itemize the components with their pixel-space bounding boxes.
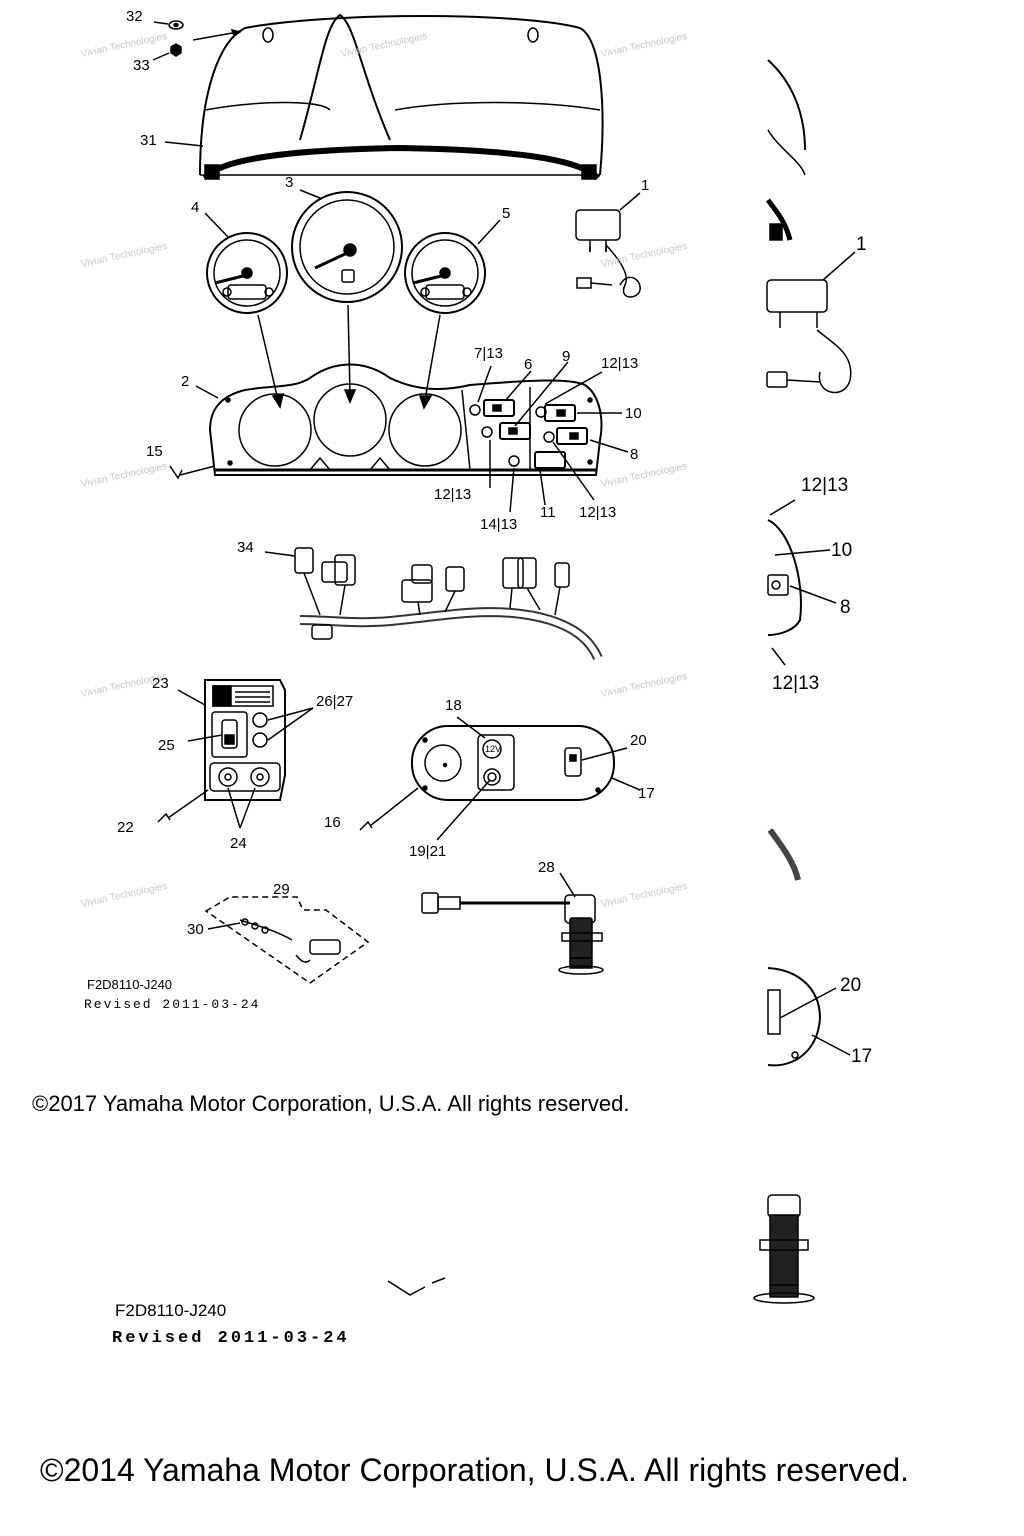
callout-5: 5 <box>502 205 511 222</box>
callout-20: 20 <box>630 732 647 749</box>
callout-18: 18 <box>445 697 462 714</box>
callout-22: 22 <box>117 819 134 836</box>
switch-panel-drawing <box>157 679 314 829</box>
callout-16: 16 <box>324 814 341 831</box>
callout-30: 30 <box>187 921 204 938</box>
right-callout-12-13-top: 12|13 <box>801 475 849 496</box>
callout-25: 25 <box>158 737 175 754</box>
callout-12-13-right: 12|13 <box>579 504 617 521</box>
tachometer-drawing <box>204 212 288 409</box>
callout-6: 6 <box>524 356 533 373</box>
callout-32: 32 <box>126 8 143 25</box>
wire-kit-parts-drawing <box>207 918 341 963</box>
right-callout-12-13-bottom: 12|13 <box>772 673 820 694</box>
callout-12-13-top: 12|13 <box>601 355 639 372</box>
callout-19-21: 19|21 <box>409 843 447 860</box>
callout-1: 1 <box>641 177 650 194</box>
callout-29: 29 <box>273 881 290 898</box>
speedometer-drawing <box>291 189 403 404</box>
callout-8: 8 <box>630 446 639 463</box>
callout-15: 15 <box>146 443 163 460</box>
wire-harness-drawing <box>264 547 603 661</box>
accessory-cable-drawing <box>421 872 604 975</box>
callout-11: 11 <box>540 504 556 521</box>
callout-4: 4 <box>191 199 200 216</box>
right-strip-drawing <box>387 59 856 1304</box>
callout-24: 24 <box>230 835 247 852</box>
revision-date: Revised 2011-03-24 <box>84 997 261 1012</box>
callout-9: 9 <box>562 348 571 365</box>
callout-3: 3 <box>285 174 294 191</box>
fuel-gauge-drawing <box>404 219 501 410</box>
copyright-notice: ©2017 Yamaha Motor Corporation, U.S.A. A… <box>32 1091 630 1116</box>
callout-14-13: 14|13 <box>480 516 518 533</box>
callout-17: 17 <box>638 785 655 802</box>
accessory-panel-drawing <box>359 716 641 841</box>
right-callout-17: 17 <box>851 1046 873 1067</box>
dash-cover-drawing <box>152 13 604 181</box>
callout-7-13: 7|13 <box>474 345 503 362</box>
callout-10: 10 <box>625 405 642 422</box>
right-callout-20: 20 <box>840 975 862 996</box>
right-callout-10: 10 <box>831 540 853 561</box>
module-part-drawing <box>575 192 641 298</box>
callout-34: 34 <box>237 539 254 556</box>
right-callout-8: 8 <box>840 597 851 618</box>
callout-33: 33 <box>133 57 150 74</box>
callout-26-27: 26|27 <box>316 693 354 710</box>
callout-23: 23 <box>152 675 169 692</box>
callout-28: 28 <box>538 859 555 876</box>
overlay-copyright-notice: ©2014 Yamaha Motor Corporation, U.S.A. A… <box>40 1452 910 1488</box>
wire-kit-drawing <box>204 896 370 984</box>
callout-31: 31 <box>140 132 157 149</box>
overlay-diagram-code: F2D8110-J240 <box>115 1301 227 1320</box>
callout-2: 2 <box>181 373 190 390</box>
callout-12-13-left: 12|13 <box>434 486 472 503</box>
right-callout-1: 1 <box>856 234 867 255</box>
socket-12v-label: 12V <box>485 744 502 754</box>
diagram-code: F2D8110-J240 <box>87 977 173 992</box>
instrument-panel-drawing <box>169 361 629 513</box>
overlay-revision-date: Revised 2011-03-24 <box>112 1329 350 1348</box>
